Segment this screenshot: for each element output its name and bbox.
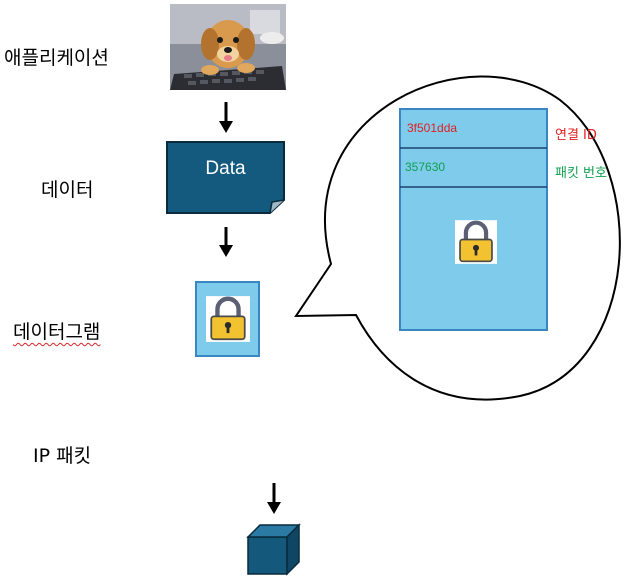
packet-number-value: 357630	[405, 160, 446, 174]
data-label: 데이터	[41, 179, 94, 201]
packet-structure	[399, 108, 548, 331]
arrow-down-icon	[267, 483, 281, 514]
lock-icon	[206, 296, 250, 342]
datagram-label: 데이터그램	[13, 321, 101, 343]
application-photo	[170, 4, 286, 90]
connection-id-label: 연결 ID	[555, 128, 597, 143]
packet-lock-icon	[455, 220, 497, 264]
connection-id-value: 3f501dda	[407, 121, 458, 135]
packet-number-label: 패킷 번호	[555, 166, 607, 181]
ip-packet-cube	[246, 523, 301, 576]
document-text: Data	[205, 158, 246, 179]
application-label: 애플리케이션	[4, 47, 109, 69]
ip-packet-label: IP 패킷	[33, 445, 92, 467]
arrow-down-icon	[219, 102, 233, 133]
arrow-down-icon	[219, 227, 233, 257]
document-fold	[269, 199, 285, 214]
